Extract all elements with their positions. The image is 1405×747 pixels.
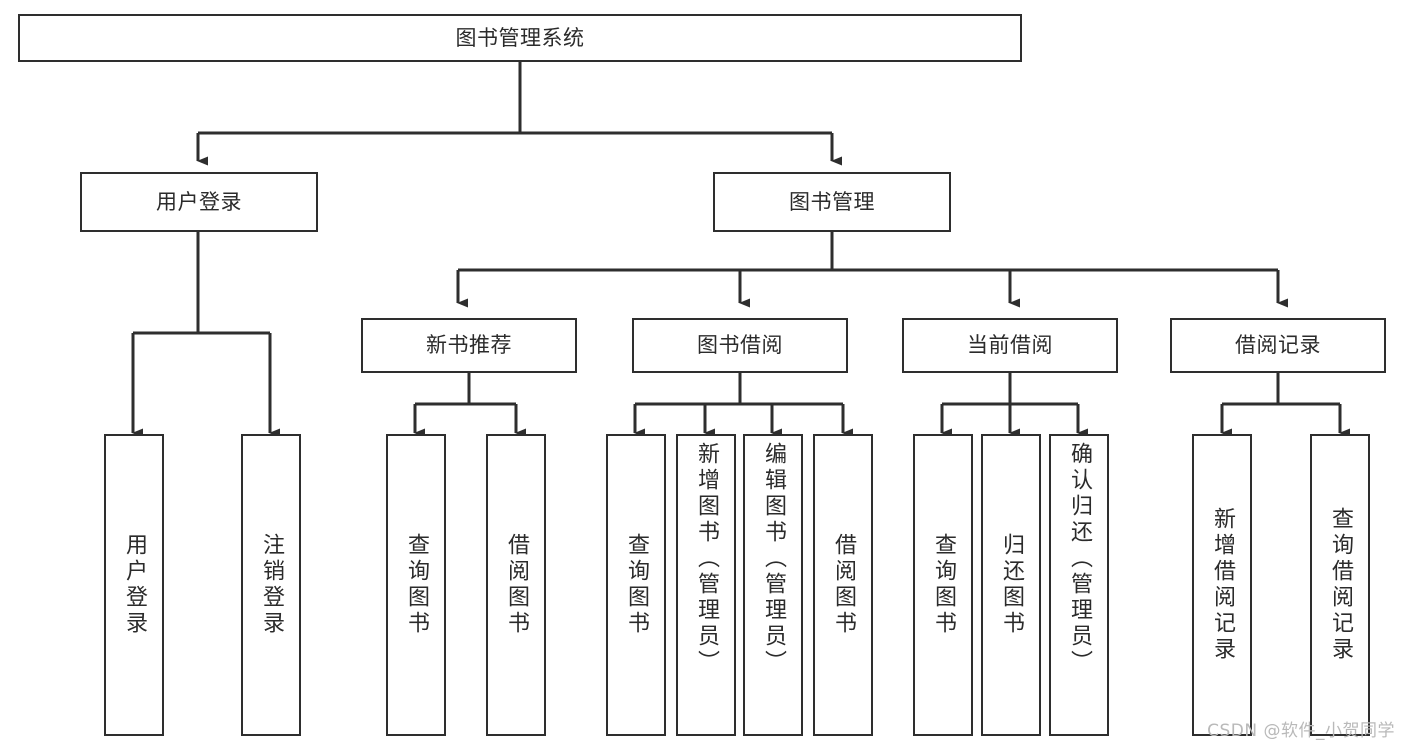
leaf-query-book-current[interactable]: 查询图书 [913,434,973,736]
leaf-borrow-book-borrow[interactable]: 借阅图书 [813,434,873,736]
node-borrow-record[interactable]: 借阅记录 [1170,318,1386,373]
leaf-edit-book-admin[interactable]: 编辑图书（管理员） [743,434,803,736]
node-user-login-label: 用户登录 [156,189,242,214]
leaf-query-book-recommend-label: 查询图书 [404,533,429,637]
node-book-management[interactable]: 图书管理 [713,172,951,232]
node-new-book-recommend-label: 新书推荐 [426,333,512,358]
leaf-logout-label: 注销登录 [259,533,284,637]
leaf-confirm-return-admin-label: 确认归还（管理员） [1067,442,1092,676]
leaf-add-book-admin[interactable]: 新增图书（管理员） [676,434,736,736]
node-book-management-label: 图书管理 [789,189,875,214]
node-borrow-record-label: 借阅记录 [1235,333,1321,358]
leaf-query-borrow-record[interactable]: 查询借阅记录 [1310,434,1370,736]
leaf-query-book-recommend[interactable]: 查询图书 [386,434,446,736]
node-book-borrow[interactable]: 图书借阅 [632,318,848,373]
leaf-confirm-return-admin[interactable]: 确认归还（管理员） [1049,434,1109,736]
leaf-query-book-current-label: 查询图书 [931,533,956,637]
leaf-logout[interactable]: 注销登录 [241,434,301,736]
leaf-add-borrow-record[interactable]: 新增借阅记录 [1192,434,1252,736]
node-current-borrow-label: 当前借阅 [967,333,1053,358]
leaf-return-book-label: 归还图书 [999,533,1024,637]
node-user-login[interactable]: 用户登录 [80,172,318,232]
leaf-add-borrow-record-label: 新增借阅记录 [1210,507,1235,663]
leaf-query-book-borrow[interactable]: 查询图书 [606,434,666,736]
leaf-query-borrow-record-label: 查询借阅记录 [1328,507,1353,663]
node-current-borrow[interactable]: 当前借阅 [902,318,1118,373]
leaf-query-book-borrow-label: 查询图书 [624,533,649,637]
leaf-borrow-book-borrow-label: 借阅图书 [831,533,856,637]
node-root-system-label: 图书管理系统 [455,25,585,50]
node-book-borrow-label: 图书借阅 [697,333,783,358]
leaf-user-login[interactable]: 用户登录 [104,434,164,736]
leaf-add-book-admin-label: 新增图书（管理员） [694,442,719,676]
leaf-user-login-label: 用户登录 [122,533,147,637]
leaf-edit-book-admin-label: 编辑图书（管理员） [761,442,786,676]
leaf-borrow-book-recommend[interactable]: 借阅图书 [486,434,546,736]
node-root-system[interactable]: 图书管理系统 [18,14,1022,62]
leaf-return-book[interactable]: 归还图书 [981,434,1041,736]
leaf-borrow-book-recommend-label: 借阅图书 [504,533,529,637]
node-new-book-recommend[interactable]: 新书推荐 [361,318,577,373]
